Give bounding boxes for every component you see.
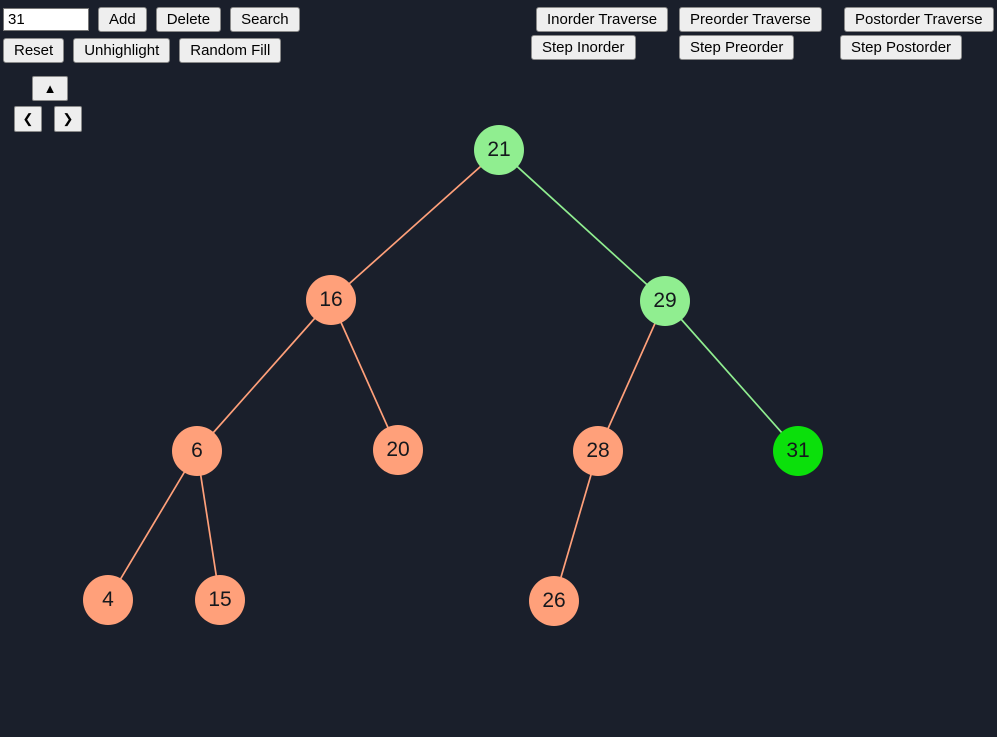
chevron-right-icon: ❯ (62, 111, 74, 126)
chevron-left-icon: ❮ (22, 111, 34, 126)
tree-edge-28-26 (553, 450, 599, 602)
step-preorder-button[interactable]: Step Preorder (679, 35, 795, 60)
tree-edge-6-4 (107, 450, 198, 601)
delete-button[interactable]: Delete (155, 7, 222, 32)
inorder-traverse-button[interactable]: Inorder Traverse (536, 7, 669, 32)
search-button[interactable]: Search (230, 7, 300, 32)
tree-node-20: 20 (373, 425, 423, 475)
random-fill-button[interactable]: Random Fill (179, 38, 282, 63)
pan-left-button[interactable]: ❮ (14, 106, 42, 132)
up-arrow-icon: ▲ (43, 81, 57, 96)
tree-node-15: 15 (195, 575, 245, 625)
reset-button[interactable]: Reset (3, 38, 65, 63)
tree-node-4: 4 (83, 575, 133, 625)
tree-node-28: 28 (573, 426, 623, 476)
right-toolbar: Inorder Traverse Preorder Traverse Posto… (531, 7, 994, 60)
tree-node-16: 16 (306, 275, 356, 325)
tree-edge-21-29 (498, 149, 666, 302)
left-toolbar-row2: Reset Unhighlight Random Fill (3, 38, 282, 63)
preorder-traverse-button[interactable]: Preorder Traverse (679, 7, 822, 32)
tree-edge-16-6 (196, 299, 332, 452)
tree-node-29: 29 (640, 276, 690, 326)
tree-edge-29-31 (664, 300, 799, 452)
tree-node-31: 31 (773, 426, 823, 476)
tree-edge-29-28 (597, 300, 666, 452)
tree-edge-16-20 (330, 299, 399, 451)
postorder-traverse-button[interactable]: Postorder Traverse (844, 7, 994, 32)
tree-node-6: 6 (172, 426, 222, 476)
left-toolbar-row1: Add Delete Search (3, 7, 300, 32)
step-inorder-button[interactable]: Step Inorder (531, 35, 636, 60)
pan-up-button[interactable]: ▲ (32, 76, 68, 101)
unhighlight-button[interactable]: Unhighlight (73, 38, 171, 63)
tree-node-26: 26 (529, 576, 579, 626)
add-button[interactable]: Add (98, 7, 147, 32)
step-postorder-button[interactable]: Step Postorder (840, 35, 963, 60)
pan-right-button[interactable]: ❯ (54, 106, 82, 132)
tree-edge-21-16 (330, 149, 500, 301)
value-input[interactable] (3, 8, 89, 31)
tree-node-21: 21 (474, 125, 524, 175)
